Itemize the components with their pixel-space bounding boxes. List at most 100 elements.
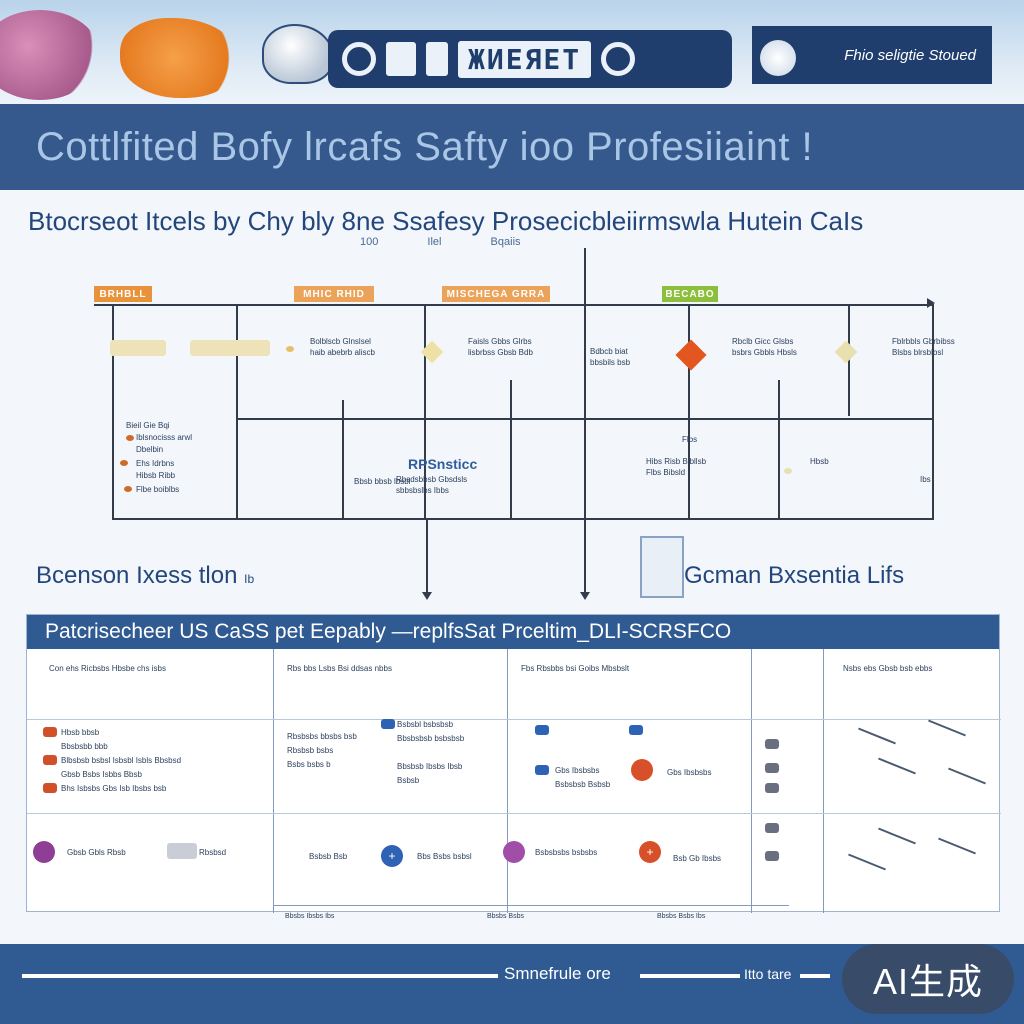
- cell-text: Bbsbsbsb bsbsbsb: [397, 734, 465, 743]
- flow-line: [932, 306, 934, 520]
- bullet-icon: [43, 727, 57, 737]
- toolbar-text: ЖИЕЯЕТ: [458, 40, 592, 78]
- subtitle-ticks: 100 Ilel Bqaiis: [360, 236, 567, 248]
- column-head: Fbs Rbsbbs bsi Goibs Mbsbslt: [521, 664, 630, 673]
- cell-text: Gbs Ibsbsbs: [555, 766, 600, 775]
- cell-text: Bsbsbsb Bsbsb: [555, 780, 611, 789]
- orange-badge-icon: [631, 759, 653, 781]
- flow-note: Rbsdsbbsb Gbsdsls sbbsbslbs Ibbs: [396, 475, 468, 495]
- pink-decor: [0, 10, 100, 100]
- cell-text: Gbsb Bsbs Isbbs Bbsb: [61, 770, 142, 779]
- glove-icon: [760, 40, 796, 76]
- table-header: Patcrisecheer US CaSS pet Eepably —replf…: [27, 615, 999, 649]
- flow-line: [424, 306, 426, 520]
- shield-icon: [381, 719, 395, 729]
- violet-badge-icon: [503, 841, 525, 863]
- flow-line: [848, 306, 850, 416]
- cell-text: Hbsb bbsb: [61, 728, 100, 737]
- row-divider: [273, 905, 789, 906]
- equipment-sketch: [948, 767, 986, 785]
- marker-dot: [784, 468, 792, 474]
- bullet-icon: [43, 755, 57, 765]
- ai-generated-badge: AI生成: [842, 944, 1014, 1014]
- flow-line: [584, 248, 586, 520]
- equipment-sketch: [878, 827, 916, 845]
- section-mark: Ib: [244, 572, 255, 586]
- list-item: Dbelbin: [136, 445, 164, 454]
- tool-icon: [629, 725, 643, 735]
- knob-icon: [342, 42, 376, 76]
- column-head: Rbs bbs Lsbs Bsi ddsas nbbs: [287, 664, 392, 673]
- info-table: Patcrisecheer US CaSS pet Eepably —replf…: [26, 614, 1001, 920]
- section-heading-right: Gcman Bxsentia Lifs: [684, 562, 905, 589]
- glasses-icon: [765, 739, 779, 749]
- page-title: Cottlfited Bofy lrcafs Safty ioo Profesi…: [36, 124, 814, 169]
- cell-text: Bhs Isbsbs Gbs Isb Ibsbs bsb: [61, 784, 167, 793]
- column-head: Nsbs ebs Gbsb bsb ebbs: [843, 664, 933, 673]
- pale-chip: [190, 340, 270, 356]
- flow-note: Ibs: [920, 475, 931, 484]
- tick-label: Bbsbs Ibsbs Ibs: [285, 913, 335, 920]
- column-divider: [273, 649, 274, 913]
- flow-line: [112, 518, 934, 520]
- marker-dot: [286, 346, 294, 352]
- cell-text: Bbsbsb Ibsbs Ibsb: [397, 762, 463, 771]
- cell-text: Bbs Bsbs bsbsl: [417, 852, 472, 861]
- cell-text: Bsb Gb Ibsbs: [673, 854, 722, 863]
- bullet-icon: [126, 435, 134, 441]
- cell-text: Gbs Ibsbsbs: [667, 768, 712, 777]
- top-banner: ЖИЕЯЕТ Fhio seligtie Stoued: [0, 0, 1024, 104]
- decision-diamond: [675, 339, 707, 371]
- stage-chip: BRHBLL: [94, 286, 152, 302]
- flow-line: [510, 380, 512, 520]
- tick-label: Bbsbs Bsbs: [487, 913, 524, 920]
- center-label: RPSnsticc: [408, 456, 478, 472]
- flow-line: [778, 380, 780, 520]
- flow-note: Rbclb Gicc Glsbs bsbrs Gbbls Hbsls: [732, 337, 797, 357]
- banner-toolbar: ЖИЕЯЕТ: [328, 30, 732, 88]
- equipment-sketch: [928, 719, 966, 737]
- orange-decor: [120, 18, 240, 98]
- row-divider: [27, 813, 1001, 814]
- glasses-icon: [765, 851, 779, 861]
- bullet-icon: [120, 460, 128, 466]
- cell-text: Bsbsbsbs bsbsbs: [535, 848, 598, 857]
- title-band: Cottlfited Bofy lrcafs Safty ioo Profesi…: [0, 104, 1024, 190]
- section-heading-left-text: Bcenson Ixess tlon: [36, 562, 238, 589]
- list-item: Hibsb Ribb: [136, 471, 176, 480]
- bar-segment: [426, 42, 448, 76]
- stage-chip: MISCHEGA GRRA: [442, 286, 550, 302]
- equipment-sketch: [848, 853, 886, 871]
- column-divider: [507, 649, 508, 913]
- cell-text: Bsbsb Bsb: [309, 852, 348, 861]
- cell-text: Blbsbsb bsbsl Isbsbl Isbls Bbsbsd: [61, 756, 182, 765]
- tick-label: Bbsbs Bsbs Ibs: [657, 913, 706, 920]
- arrow-icon: [422, 592, 432, 600]
- glasses-icon: [765, 763, 779, 773]
- cell-text: Rbsbsd: [199, 848, 227, 857]
- subtitle: Btocrseot Itcels by Chy bly 8ne Ssafesy …: [28, 206, 864, 236]
- stage-chip: BECABO: [662, 286, 718, 302]
- arrow-icon: [927, 298, 935, 308]
- cell-text: Rbsbsb bsbs: [287, 746, 334, 755]
- tick-label: Bqaiis: [490, 236, 521, 248]
- column-head: Con ehs Ricbsbs Hbsbe chs isbs: [49, 664, 166, 673]
- flow-note: Flbs: [682, 435, 698, 444]
- equipment-sketch: [878, 757, 916, 775]
- cell-text: Bsbsb: [397, 776, 420, 785]
- cell-text: Bsbs bsbs b: [287, 760, 331, 769]
- footer-text: Itto tare: [744, 966, 792, 982]
- safety-helmet-icon: [262, 24, 334, 84]
- diamond-marker: [834, 340, 858, 364]
- glasses-icon: [765, 783, 779, 793]
- flow-line: [688, 306, 690, 520]
- equipment-sketch: [858, 727, 896, 745]
- footer-rule: [22, 974, 498, 978]
- footer-rule: [800, 974, 830, 978]
- cell-text: Rbsbsbs bbsbs bsb: [287, 732, 357, 741]
- blue-badge-icon: +: [381, 845, 403, 867]
- footer-text: Smnefrule ore: [504, 964, 611, 983]
- flow-line: [112, 306, 114, 520]
- tool-icon: [535, 765, 549, 775]
- glasses-icon: [765, 823, 779, 833]
